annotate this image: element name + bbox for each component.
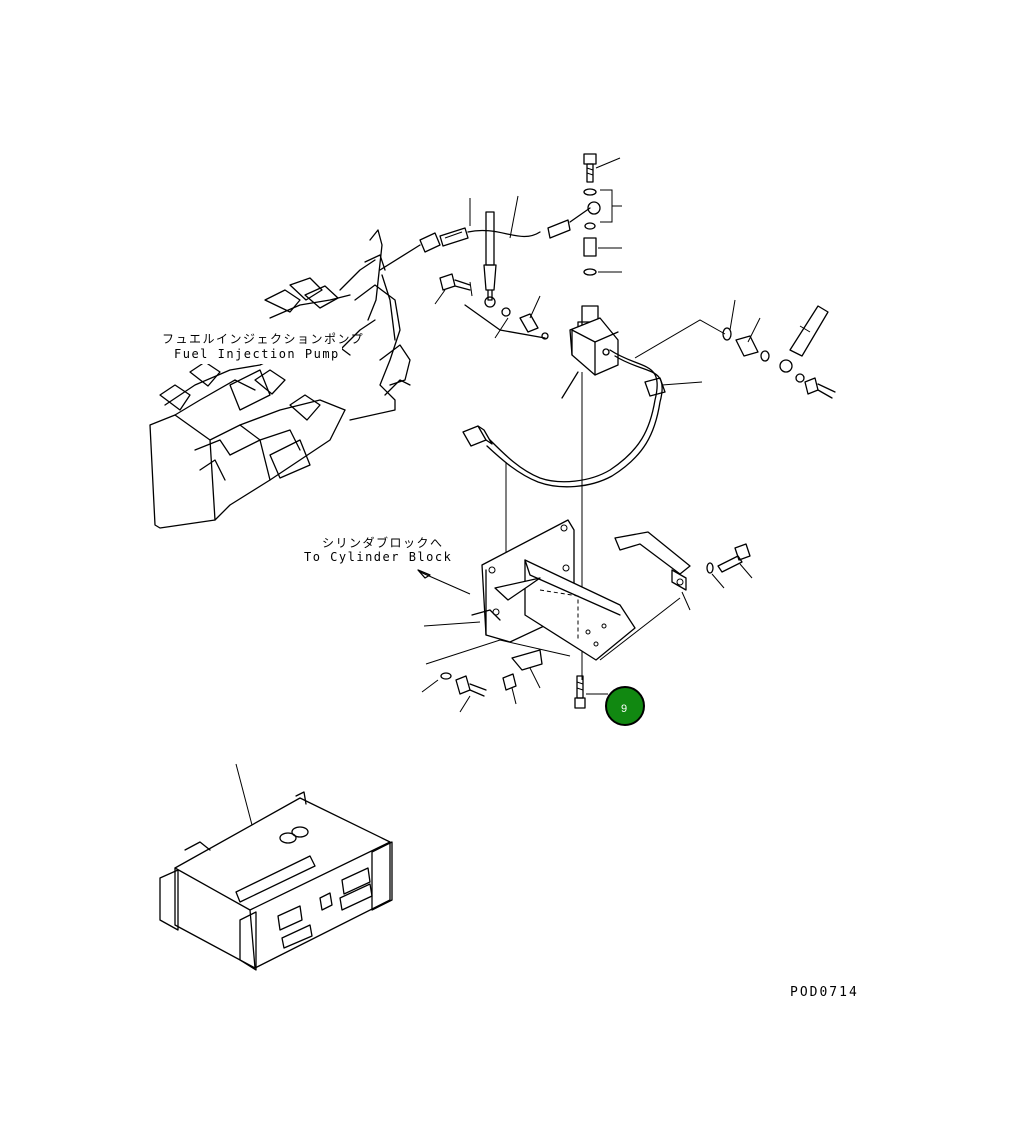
pin-fitting — [519, 313, 539, 333]
mounting-bracket — [471, 519, 691, 671]
linkage-line — [464, 304, 546, 339]
fuel-pump-label-jp: フュエルインジェクションポンプ — [162, 332, 364, 346]
washer — [501, 307, 511, 317]
cylinder-block-label-jp: シリンダブロックへ — [322, 535, 444, 550]
damper-rod — [483, 211, 497, 308]
fuel-pump-label: フュエルインジェクションポンプ Fuel Injection Pump — [160, 330, 364, 364]
leader-lines-lower — [417, 563, 753, 713]
callout-9[interactable]: 9 — [605, 686, 645, 726]
leader-lines-top — [434, 157, 622, 339]
cylinder-block-label: シリンダブロックへ To Cylinder Block — [300, 534, 452, 566]
bolt-upper-left — [439, 273, 471, 291]
callout-circle[interactable] — [605, 686, 645, 726]
valve-block — [561, 305, 619, 399]
drawing-code: POD0714 — [790, 985, 859, 1000]
throttle-cable — [379, 201, 601, 271]
fuel-injection-pump-drawing — [149, 229, 411, 529]
lower-fasteners — [440, 543, 751, 709]
leader-block-right — [634, 319, 726, 359]
fuel-pump-label-en: Fuel Injection Pump — [174, 347, 340, 361]
small-washer — [541, 332, 549, 340]
top-bolt-stack — [583, 153, 597, 276]
controller-unit — [159, 763, 393, 971]
callout-number[interactable]: 9 — [621, 703, 627, 715]
cylinder-block-label-en: To Cylinder Block — [304, 550, 452, 564]
right-fittings — [722, 299, 836, 399]
wire-harness — [462, 349, 703, 488]
